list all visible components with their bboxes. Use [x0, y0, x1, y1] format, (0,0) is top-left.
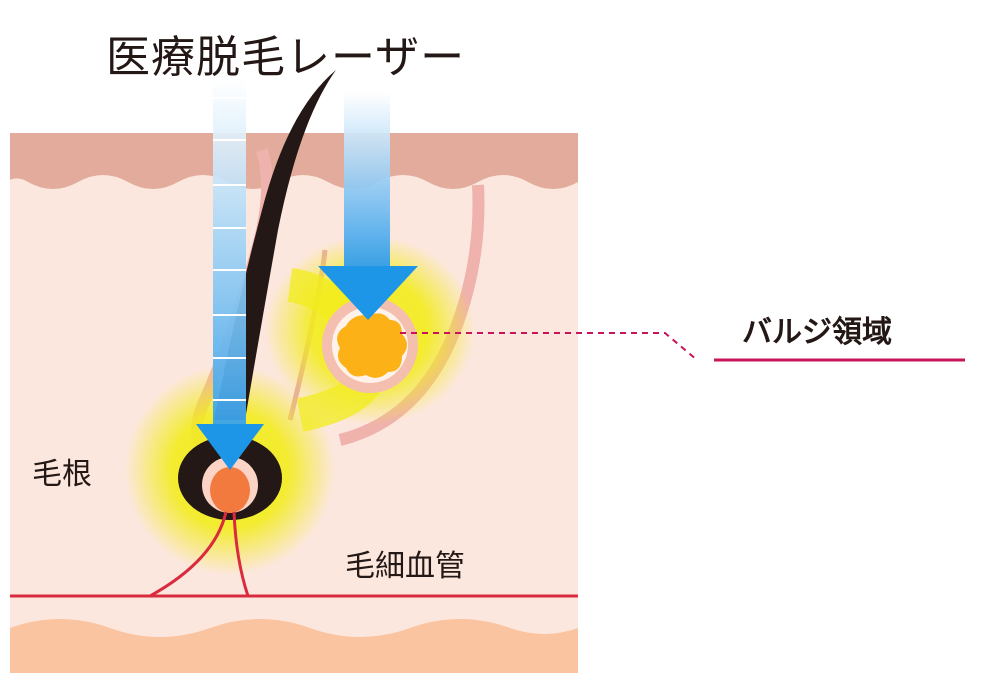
laser-arrow-left	[196, 80, 264, 470]
diagram-title: 医療脱毛レーザー	[106, 32, 466, 83]
laser-arrow-right	[318, 92, 418, 320]
bulge-leader-line	[400, 332, 698, 361]
capillary-right	[232, 511, 250, 597]
dermal-papilla	[210, 467, 250, 513]
hair-root-label: 毛根	[32, 457, 92, 492]
bulge-region	[337, 313, 407, 378]
capillary-left	[149, 511, 228, 598]
subcutaneous-layer	[10, 619, 578, 673]
capillary-label: 毛細血管	[345, 549, 465, 584]
bulge-region-label: バルジ領域	[742, 315, 892, 350]
